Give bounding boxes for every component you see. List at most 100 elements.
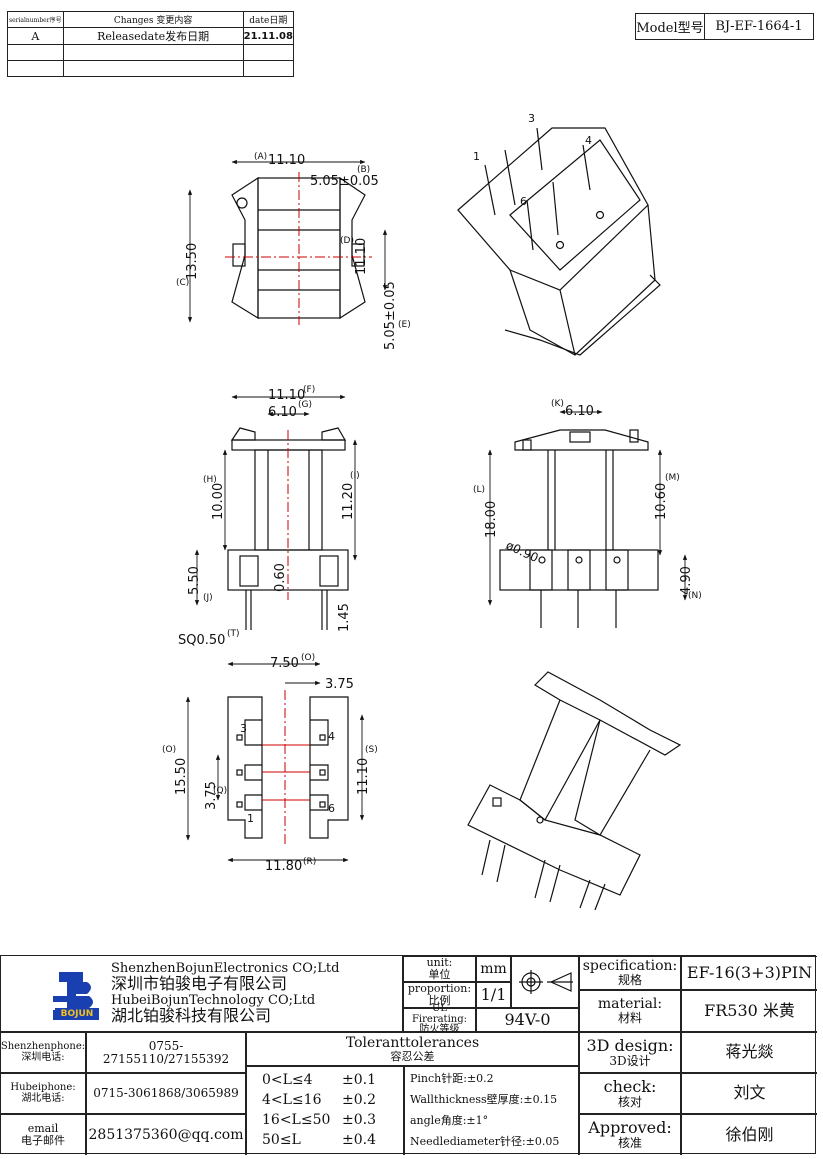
title-block: BOJUN ShenzhenBojunElectronics CO;Ltd 深圳…: [0, 955, 817, 1155]
company-hb-en: HubeiBojunTechnology CO;Ltd: [111, 993, 316, 1008]
proportion-label-cell: proportion: 比例: [403, 982, 476, 1008]
notes-cell: Pinch针距:±0.2 Wallthickness壁厚度:±0.15 angl…: [404, 1066, 579, 1155]
tol-value: ±0.2: [342, 1092, 376, 1108]
sz-phone-label: Shenzhenphone:: [0, 1041, 86, 1052]
dim-end-k: 6.10: [565, 404, 594, 419]
check-label-cell: check: 核对: [579, 1073, 681, 1114]
dim-side-i: 11.20: [341, 483, 356, 520]
dim-front-e: 5.05±0.05: [383, 281, 398, 350]
tolerance-table: 0<L≤4 ±0.1 4<L≤16 ±0.2 16<L≤50 ±0.3 50≤L…: [246, 1066, 404, 1155]
dim-front-c: 13.50: [185, 243, 200, 280]
dim-end-l: 18.00: [484, 501, 499, 538]
design-label-cell: 3D design: 3D设计: [579, 1032, 681, 1073]
tol-value: ±0.4: [342, 1132, 376, 1148]
note-wall: Wallthickness壁厚度:±0.15: [410, 1093, 558, 1106]
ref-o: (O): [301, 653, 315, 663]
ref-f: (F): [303, 385, 315, 395]
email-label-cell: email 电子邮件: [1, 1114, 86, 1155]
check-value: 刘文: [681, 1073, 817, 1114]
dim-side-pinlen: 1.45: [337, 603, 352, 632]
hb-phone-label: Hubeiphone:: [10, 1082, 76, 1093]
projection-symbol: [511, 956, 579, 1008]
bottom-pin-3: 3: [240, 722, 247, 735]
hb-phone-label-zh: 湖北电话:: [21, 1092, 65, 1104]
ref-l: (L): [473, 485, 485, 495]
projection-icon: [519, 970, 573, 994]
dim-bottom-o: 7.50: [270, 656, 299, 671]
logo-text: BOJUN: [55, 1008, 99, 1020]
dim-side-pin: 0.60: [273, 563, 288, 592]
ref-c: (C): [176, 278, 189, 288]
dim-front-d: 11.10: [354, 238, 369, 275]
front-view: [187, 159, 388, 325]
dim-side-h: 10.00: [211, 483, 226, 520]
check-label: check:: [603, 1076, 657, 1096]
ul-label-cell: UL Firerating: 防火等级: [403, 1004, 476, 1035]
model-value: BJ-EF-1664-1: [715, 19, 803, 34]
dim-side-g: 6.10: [268, 405, 297, 420]
dim-bottom-q: 3.75: [204, 781, 219, 810]
tol-title: Toleranttolerances: [345, 1034, 480, 1051]
model-label: Model型号: [636, 14, 705, 39]
dim-front-a: 11.10: [268, 153, 305, 168]
company-cell: BOJUN ShenzhenBojunElectronics CO;Ltd 深圳…: [1, 956, 403, 1032]
proportion-value: 1/1: [476, 982, 511, 1008]
ref-h: (H): [203, 475, 217, 485]
rev-empty-cell: [242, 60, 295, 77]
design-label: 3D design:: [586, 1035, 674, 1055]
company-sz-en: ShenzhenBojunElectronics CO;Ltd: [111, 961, 340, 976]
tol-value: ±0.3: [342, 1112, 376, 1128]
tol-range: 16<L≤50: [262, 1112, 331, 1128]
bottom-pin-4: 4: [328, 730, 335, 743]
hb-phone-label-cell: Hubeiphone: 湖北电话:: [1, 1073, 86, 1114]
ref-j: (J): [203, 593, 213, 603]
ul-label-zh: 防火等级: [419, 1024, 460, 1036]
tol-range: 0<L≤4: [262, 1072, 313, 1088]
sz-phone: 0755-27155110/27155392: [86, 1032, 246, 1073]
side-view: [194, 394, 358, 630]
dim-side-j: 5.50: [187, 566, 202, 595]
ref-a: (A): [254, 152, 267, 162]
bottom-pin-6: 6: [328, 802, 335, 815]
spec-label: specification:: [582, 958, 678, 975]
design-label-zh: 3D设计: [609, 1053, 651, 1068]
ref-n: (N): [688, 591, 702, 601]
tol-title-zh: 容忍公差: [390, 1049, 435, 1063]
proportion-label: proportion:: [407, 982, 472, 996]
sz-phone-label-cell: Shenzhenphone: 深圳电话:: [1, 1032, 86, 1073]
spec-label-zh: 规格: [617, 973, 642, 988]
ref-q: (Q): [213, 786, 227, 796]
dim-bottom-375a: 3.75: [325, 677, 354, 692]
iso-top-view: [457, 127, 661, 356]
ref-g: (G): [298, 400, 312, 410]
tol-range: 4<L≤16: [262, 1092, 322, 1108]
iso-bottom-view: [467, 671, 682, 911]
material-label: material:: [597, 996, 663, 1013]
unit-label: unit:: [426, 956, 453, 970]
company-hb-zh: 湖北铂骏科技有限公司: [111, 1006, 272, 1025]
approved-label-zh: 核准: [617, 1136, 642, 1151]
approved-value: 徐伯刚: [681, 1114, 817, 1155]
bottom-view: [185, 661, 365, 863]
ref-k: (K): [551, 399, 564, 409]
dim-bottom-r: 11.80: [265, 859, 302, 874]
spec-value: EF-16(3+3)PIN: [681, 956, 817, 990]
ref-p: (O): [162, 745, 176, 755]
material-label-zh: 材料: [617, 1011, 642, 1026]
drawing-canvas: 11.10 (A) 5.05±0.05 (B) 13.50 (C) 11.10 …: [162, 112, 702, 911]
dim-front-b: 5.05±0.05: [310, 174, 379, 189]
material-label-cell: material: 材料: [579, 990, 681, 1032]
sz-phone-label-zh: 深圳电话:: [21, 1051, 65, 1063]
ref-s: (S): [365, 745, 378, 755]
tol-range: 50≤L: [262, 1132, 301, 1148]
approved-label-cell: Approved: 核准: [579, 1114, 681, 1155]
iso-pin-4: 4: [585, 134, 592, 147]
ul-value: 94V-0: [476, 1008, 579, 1032]
dim-end-dia: ø0.90: [504, 538, 541, 565]
note-needle: Needlediameter针径:±0.05: [410, 1135, 560, 1148]
end-view: [487, 409, 688, 628]
dim-bottom-s: 11.10: [356, 758, 371, 795]
proportion-label-zh: 比例: [428, 994, 451, 1007]
email-label-zh: 电子邮件: [21, 1134, 65, 1147]
ref-t: (T): [227, 629, 240, 639]
